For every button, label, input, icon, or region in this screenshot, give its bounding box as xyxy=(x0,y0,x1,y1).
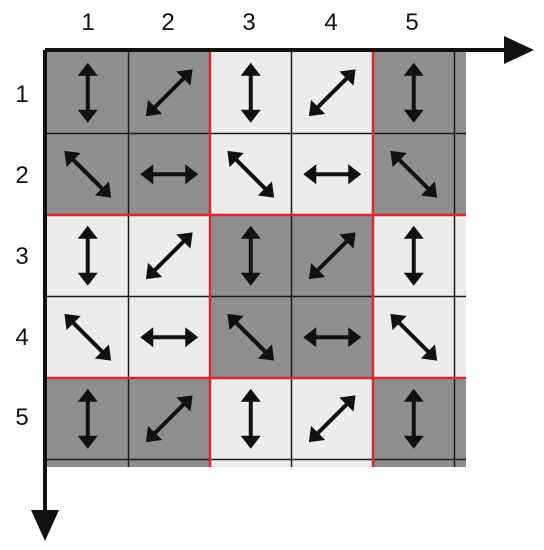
arrows-layer xyxy=(64,62,438,449)
block-borders xyxy=(47,52,466,467)
double-arrow-icon xyxy=(390,150,438,198)
axes xyxy=(31,36,534,541)
row-label-5: 5 xyxy=(15,404,28,431)
x-axis-arrowhead-icon xyxy=(504,36,534,64)
double-arrow-icon xyxy=(64,313,112,361)
double-arrow-icon xyxy=(308,395,356,443)
double-arrow-icon xyxy=(308,232,356,280)
double-arrow-icon xyxy=(145,395,193,443)
grid-cell xyxy=(454,459,466,467)
grid-cell xyxy=(128,459,210,467)
grid-cell xyxy=(454,378,466,460)
double-arrow-icon xyxy=(303,164,362,185)
y-axis-arrowhead-icon xyxy=(31,510,59,541)
column-label-1: 1 xyxy=(81,9,94,36)
double-arrow-icon xyxy=(403,225,424,286)
double-arrow-icon xyxy=(145,232,193,280)
row-label-1: 1 xyxy=(15,81,28,108)
double-arrow-icon xyxy=(227,313,275,361)
grid-cell xyxy=(454,296,466,378)
row-label-4: 4 xyxy=(15,324,28,351)
grid-cell xyxy=(47,459,129,467)
grid-cell xyxy=(373,459,455,467)
double-arrow-icon xyxy=(390,313,438,361)
grid-cell xyxy=(454,133,466,215)
grid-cell xyxy=(454,52,466,134)
double-arrow-icon xyxy=(227,150,275,198)
grid-cell xyxy=(210,459,292,467)
double-arrow-icon xyxy=(140,164,199,185)
column-label-4: 4 xyxy=(324,9,337,36)
axis-labels: 1 2 3 4 5 1 2 3 4 5 xyxy=(15,9,418,431)
column-label-3: 3 xyxy=(242,9,255,36)
double-arrow-icon xyxy=(240,388,261,449)
double-arrow-icon xyxy=(140,327,199,348)
grid-cell xyxy=(454,215,466,297)
double-arrow-icon xyxy=(240,225,261,286)
double-arrow-icon xyxy=(308,69,356,117)
double-arrow-icon xyxy=(403,62,424,123)
column-label-5: 5 xyxy=(405,9,418,36)
double-arrow-icon xyxy=(303,327,362,348)
grid-cell xyxy=(291,459,373,467)
double-arrow-icon xyxy=(145,69,193,117)
double-arrow-icon xyxy=(403,388,424,449)
double-arrow-icon xyxy=(77,225,98,286)
double-arrow-icon xyxy=(240,62,261,123)
column-label-2: 2 xyxy=(161,9,174,36)
row-label-3: 3 xyxy=(15,243,28,270)
double-arrow-icon xyxy=(77,388,98,449)
double-arrow-icon xyxy=(77,62,98,123)
row-label-2: 2 xyxy=(15,162,28,189)
double-arrow-icon xyxy=(64,150,112,198)
